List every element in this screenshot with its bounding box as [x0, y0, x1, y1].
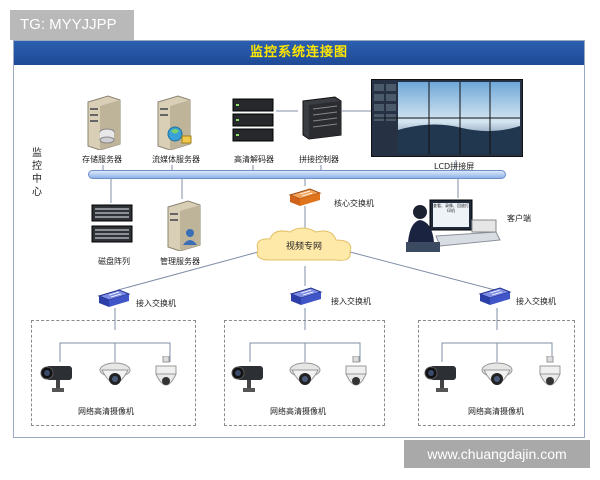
ptz-camera-icon	[536, 355, 564, 394]
camera-group-2-box	[224, 320, 385, 426]
cloud-to-switch3-line	[349, 251, 496, 291]
access-switch-2-icon	[289, 286, 323, 306]
disk-array-label: 磁盘阵列	[98, 257, 130, 266]
camera-group-1-label: 网络高清摄像机	[78, 407, 134, 416]
client-screen-text: 查看、录像、回放打印机	[433, 203, 469, 213]
channel-tag: TG: MYYJJPP	[10, 10, 134, 40]
ptz-camera-icon	[152, 355, 180, 394]
website-watermark: www.chuangdajin.com	[404, 440, 590, 468]
management-server-icon	[163, 199, 203, 252]
bullet-camera-icon	[38, 362, 74, 394]
monitoring-center-label: 监控中心	[32, 148, 42, 198]
core-switch-icon	[288, 187, 322, 207]
core-switch-label: 核心交换机	[334, 199, 374, 208]
camera-group-2-label: 网络高清摄像机	[270, 407, 326, 416]
management-server-label: 管理服务器	[160, 257, 200, 266]
camera-group-3-label: 网络高清摄像机	[468, 407, 524, 416]
access-switch-3-label: 接入交换机	[516, 297, 556, 306]
backbone-bus	[88, 170, 506, 179]
bullet-camera-icon	[422, 362, 458, 394]
video-network-cloud-icon	[252, 226, 356, 266]
storage-server-icon	[83, 94, 123, 151]
access-switch-2-label: 接入交换机	[331, 297, 371, 306]
diagram-title: 监控系统连接图	[249, 45, 348, 60]
lcd-video-wall	[371, 79, 523, 157]
splice-controller-label: 拼接控制器	[299, 155, 339, 164]
dome-camera-icon	[288, 360, 322, 394]
dome-camera-icon	[480, 360, 514, 394]
cloud-to-switch1-line	[117, 251, 259, 291]
disk-array-icon	[91, 203, 133, 245]
video-network-label: 视频专网	[285, 242, 322, 252]
streaming-server-icon	[153, 94, 193, 151]
camera-group-1-box	[31, 320, 196, 426]
dome-camera-icon	[98, 360, 132, 394]
hd-decoder-icon	[231, 97, 277, 143]
access-switch-3-icon	[478, 286, 512, 306]
storage-server-label: 存储服务器	[82, 155, 122, 164]
camera-group-3-box	[418, 320, 575, 426]
client-label: 客户端	[507, 214, 531, 223]
bullet-camera-icon	[229, 362, 265, 394]
client-workstation-icon	[406, 196, 502, 254]
lcd-wall-label: LCD拼接屏	[434, 162, 475, 171]
splice-controller-icon	[299, 95, 343, 141]
title-bar	[14, 41, 584, 65]
access-switch-1-icon	[97, 288, 131, 308]
hd-decoder-label: 高清解码器	[234, 155, 274, 164]
ptz-camera-icon	[342, 355, 370, 394]
access-switch-1-label: 接入交换机	[136, 299, 176, 308]
streaming-server-label: 流媒体服务器	[152, 155, 200, 164]
